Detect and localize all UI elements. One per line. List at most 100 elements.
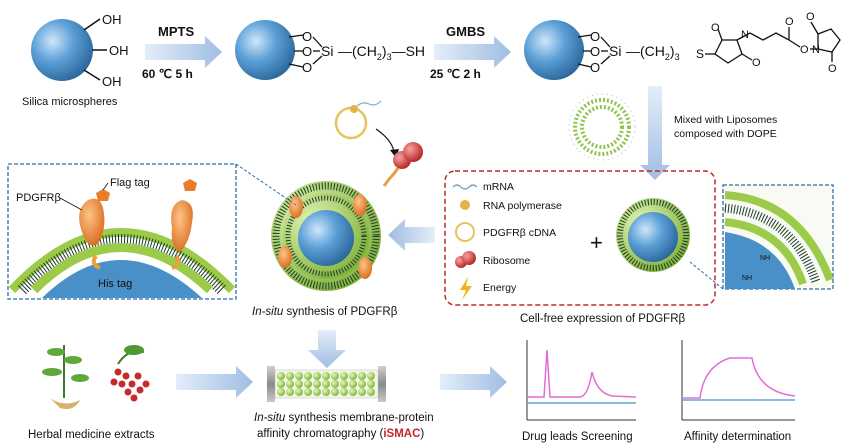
arrow-herbal-to-column xyxy=(176,366,253,398)
cdna-ring xyxy=(334,106,368,140)
label-o-4: O xyxy=(590,29,600,44)
label-sub2-2: 2 xyxy=(665,52,670,62)
polymerase-on-cdna xyxy=(350,105,358,113)
label-si-2: Si xyxy=(609,43,621,59)
label-silica: Silica microspheres xyxy=(22,96,118,108)
plus-icon: + xyxy=(590,230,603,255)
label-mixed-2: composed with DOPE xyxy=(674,128,777,140)
liposome-bead xyxy=(616,198,690,272)
zoom-membrane-right xyxy=(724,191,834,289)
arrow-mpts xyxy=(145,36,222,68)
label-gmbs: GMBS xyxy=(446,24,485,39)
label-mpts: MPTS xyxy=(158,24,194,39)
label-n-1: N xyxy=(741,29,749,41)
arrow-insitu-to-column xyxy=(308,330,346,368)
cdna-icon xyxy=(455,222,475,242)
cellfree-box xyxy=(444,170,716,306)
arrow-column-to-results xyxy=(440,366,507,398)
proteoliposome xyxy=(271,181,381,291)
ismac-column xyxy=(267,366,386,402)
nascent-peptide xyxy=(382,167,400,187)
label-o-3: O xyxy=(302,60,312,75)
label-cond-1: 60 ℃ 5 h xyxy=(142,67,193,81)
label-sub2-1: 2 xyxy=(377,52,382,62)
silica-bead-2 xyxy=(235,20,323,80)
gmbs-structure xyxy=(705,21,841,64)
mrna-strand xyxy=(356,100,382,107)
label-ko-5: O xyxy=(806,11,815,23)
label-chain-1: —(CH2)3—SH xyxy=(338,43,425,62)
legend-cdna: PDGFRβ cDNA xyxy=(483,227,556,239)
legend-ribosome: Ribosome xyxy=(483,255,530,267)
zoom-membrane-left xyxy=(8,228,236,298)
label-o-6: O xyxy=(590,60,600,75)
label-flag-tag: Flag tag xyxy=(110,177,150,189)
label-ismac-rest: synthesis membrane-protein xyxy=(285,412,433,424)
label-ismac-red: iSMAC xyxy=(383,428,420,440)
ribosome-center-2 xyxy=(403,142,423,162)
label-drug: Drug leads Screening xyxy=(522,431,633,443)
liposome-dope xyxy=(568,93,636,161)
label-close-1: ) xyxy=(382,43,387,59)
label-pdgfr-left: PDGFRβ xyxy=(16,192,61,204)
label-sub3-1: 3 xyxy=(387,52,392,62)
label-ismac-em: In-situ xyxy=(254,412,286,424)
label-close-2: ) xyxy=(670,43,675,59)
label-herbal: Herbal medicine extracts xyxy=(28,429,155,441)
label-ko-3: O xyxy=(785,16,794,28)
label-n-2: N xyxy=(812,44,820,56)
label-sub3-2: 3 xyxy=(675,52,680,62)
label-o-2: O xyxy=(302,44,312,59)
label-nh-a: NH xyxy=(760,255,770,262)
label-ch2-2: —(CH xyxy=(626,43,665,59)
label-o-1: O xyxy=(302,29,312,44)
label-cellfree: Cell-free expression of PDGFRβ xyxy=(520,313,685,325)
label-oh-2: OH xyxy=(109,43,129,58)
zoom-connector-right xyxy=(689,261,724,290)
pdgfr-protein-left xyxy=(79,189,110,270)
label-mixed-1: Mixed with Liposomes xyxy=(674,114,777,126)
energy-icon xyxy=(460,277,472,300)
legend-rnapol: RNA polymerase xyxy=(483,200,562,212)
label-s: S xyxy=(696,47,704,61)
pdgfr-protein-right xyxy=(171,179,197,270)
label-sh: —SH xyxy=(392,43,425,59)
label-oh-1: OH xyxy=(102,12,122,27)
drug-screening-plot xyxy=(526,340,637,421)
label-insitu-rest: synthesis of PDGFRβ xyxy=(283,306,397,318)
zoom-connector-left xyxy=(235,163,297,206)
arrow-gmbs xyxy=(434,36,511,68)
label-ismac-2: affinity chromatography (iSMAC) xyxy=(257,428,424,440)
arrow-cellfree-to-insitu xyxy=(388,219,435,251)
label-ko-6: O xyxy=(828,63,837,75)
label-ismac-close: ) xyxy=(420,428,424,440)
label-affinity: Affinity determination xyxy=(684,431,791,443)
label-ch2-1: —(CH xyxy=(338,43,377,59)
label-cond-2: 25 ℃ 2 h xyxy=(430,67,481,81)
label-insitu: In-situ synthesis of PDGFRβ xyxy=(252,306,398,318)
silica-bead-1 xyxy=(31,18,107,81)
arrow-mix-liposomes xyxy=(640,86,670,180)
flag-leader xyxy=(102,182,109,191)
label-chain-2: —(CH2)3 xyxy=(626,43,680,62)
label-ko-2: O xyxy=(752,57,761,69)
label-o-5: O xyxy=(590,44,600,59)
silica-bead-3 xyxy=(524,20,611,80)
label-ko-1: O xyxy=(711,22,720,34)
affinity-plot xyxy=(681,340,796,421)
ribosome-icon-subunit xyxy=(462,251,476,265)
label-ismac2: affinity chromatography ( xyxy=(257,428,384,440)
mrna-icon xyxy=(452,184,478,190)
label-insitu-em: In-situ xyxy=(252,306,284,318)
label-oh-3: OH xyxy=(102,74,122,89)
legend-mrna: mRNA xyxy=(483,181,514,193)
label-his-tag: His tag xyxy=(98,278,132,290)
label-ismac-1: In-situ synthesis membrane-protein xyxy=(254,412,434,424)
legend-energy: Energy xyxy=(483,282,517,294)
pdgfr-leader xyxy=(59,197,83,211)
label-si-1: Si xyxy=(321,43,333,59)
translation-arrow xyxy=(375,128,395,153)
herbal-plants-icon xyxy=(42,345,150,409)
